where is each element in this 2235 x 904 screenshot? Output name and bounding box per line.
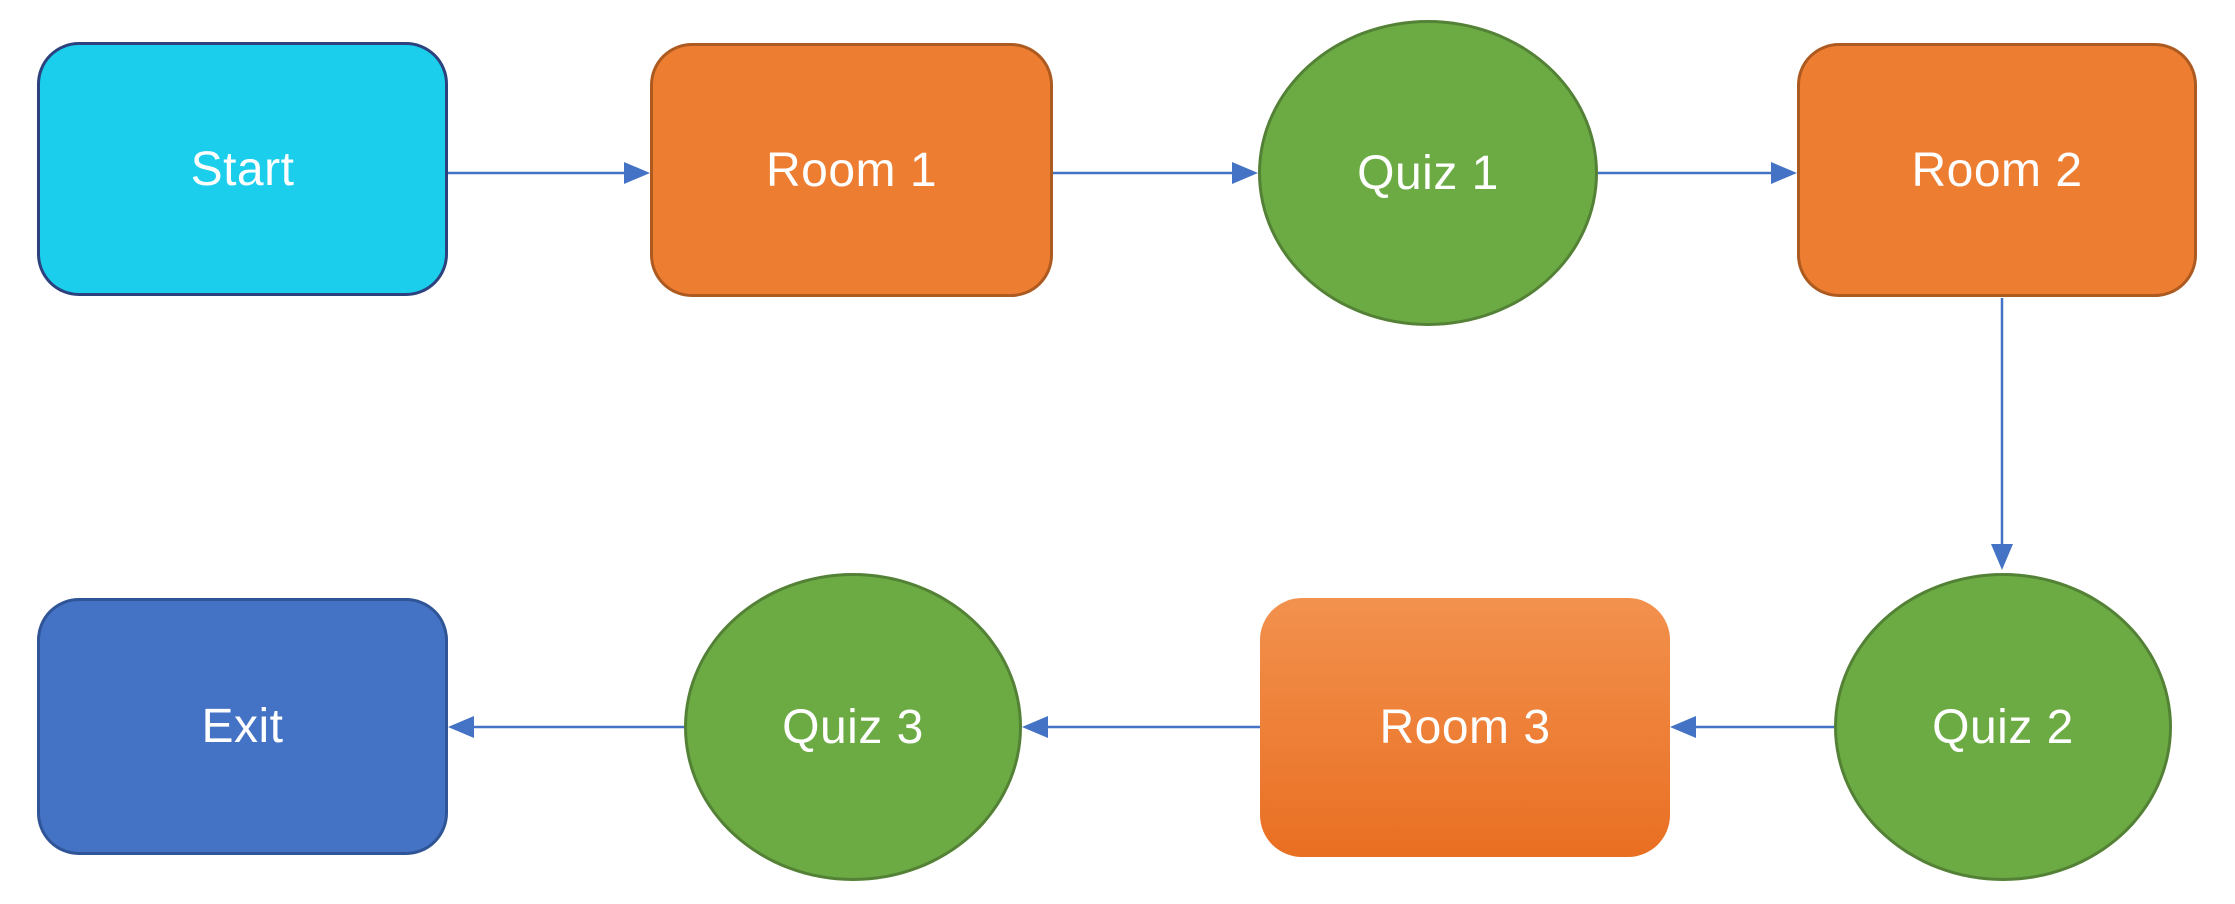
node-start-label: Start: [190, 142, 295, 196]
arrowhead-right-icon: [1232, 162, 1258, 184]
node-room-1-label: Room 1: [765, 143, 938, 197]
node-room-1: Room 1: [650, 43, 1053, 297]
edge-quiz2-to-room3: [1670, 716, 1834, 738]
edge-room3-to-quiz3: [1022, 716, 1260, 738]
node-room-2: Room 2: [1797, 43, 2197, 297]
arrowhead-right-icon: [624, 162, 650, 184]
arrowhead-down-icon: [1991, 544, 2013, 570]
edge-room2-to-quiz2: [1991, 298, 2013, 570]
node-start: Start: [37, 42, 448, 296]
node-quiz-1-label: Quiz 1: [1357, 146, 1499, 200]
node-exit-label: Exit: [201, 700, 284, 753]
node-quiz-2: Quiz 2: [1834, 573, 2172, 881]
edge-start-to-room1: [448, 162, 650, 184]
node-quiz-2-label: Quiz 2: [1932, 700, 2074, 754]
edge-quiz1-to-room2: [1598, 162, 1797, 184]
arrowhead-left-icon: [1670, 716, 1696, 738]
node-quiz-1: Quiz 1: [1258, 20, 1598, 326]
arrowhead-left-icon: [448, 716, 474, 738]
arrowhead-right-icon: [1771, 162, 1797, 184]
edge-quiz3-to-exit: [448, 716, 684, 738]
node-exit: Exit: [37, 598, 448, 855]
edge-room1-to-quiz1: [1053, 162, 1258, 184]
node-quiz-3-label: Quiz 3: [782, 700, 924, 754]
node-quiz-3: Quiz 3: [684, 573, 1022, 881]
node-room-3: Room 3: [1260, 598, 1670, 857]
node-room-3-label: Room 3: [1379, 701, 1551, 754]
node-room-2-label: Room 2: [1911, 143, 2083, 197]
arrowhead-left-icon: [1022, 716, 1048, 738]
